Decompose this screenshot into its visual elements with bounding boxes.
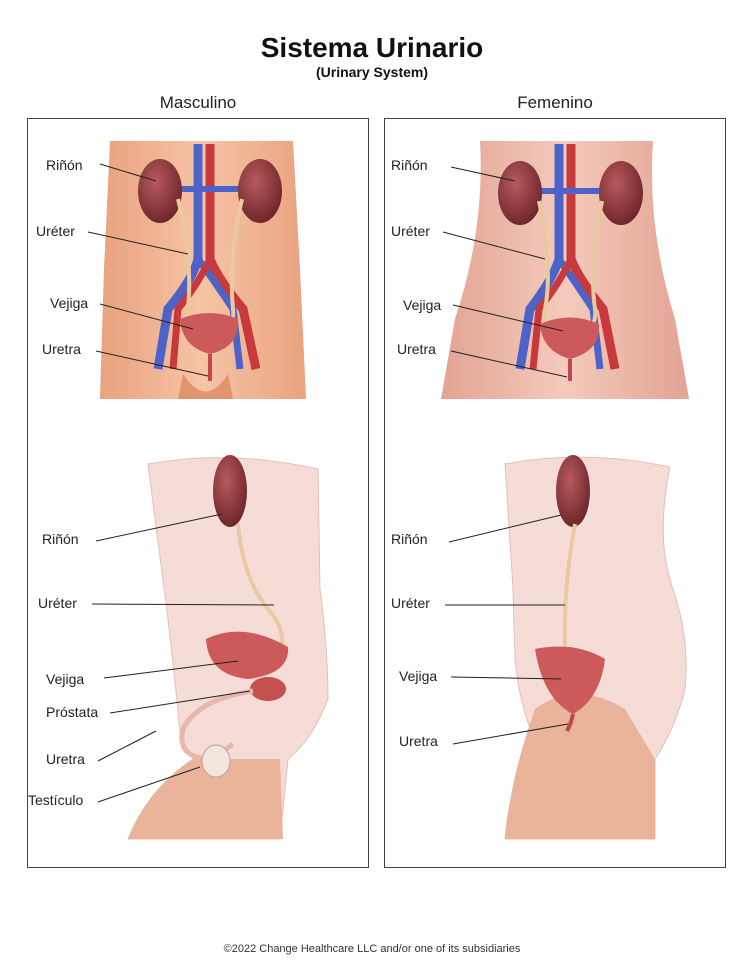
female-side-urethra-leader (452, 723, 569, 745)
male-front-urethra-leader (95, 350, 209, 377)
male-front-label-kidney: Riñón (46, 157, 83, 173)
male-side-ureter-leader (91, 603, 275, 606)
copyright-footer: ©2022 Change Healthcare LLC and/or one o… (223, 943, 521, 955)
male-side-ureter (236, 523, 285, 660)
male-side-prostate-leader (109, 690, 251, 714)
male-side-kidney (213, 455, 247, 527)
female-front-label-bladder: Vejiga (403, 297, 442, 313)
female-front-bladder (540, 317, 600, 359)
female-artery-left (529, 257, 575, 370)
male-side-leg (128, 759, 283, 839)
male-front-kidney-left (138, 159, 182, 223)
male-front-label-ureter: Uréter (36, 223, 75, 239)
male-front-label-urethra: Uretra (42, 341, 81, 357)
female-front-label-urethra: Uretra (397, 341, 436, 357)
female-front-urethra-leader (450, 350, 568, 378)
female-side-urethra (565, 713, 575, 732)
page-subtitle: (Urinary System) (315, 64, 429, 80)
male-front-ureter-leader (87, 231, 189, 255)
female-panel-title: Femenino (517, 93, 593, 112)
male-panel: Riñón Uréter Vejiga Uretra Riñón Uréter … (27, 118, 369, 868)
male-side-label-ureter: Uréter (38, 595, 77, 611)
male-side-label-urethra: Uretra (46, 751, 85, 767)
female-side-kidney (556, 455, 590, 527)
male-side-testicle-leader (97, 766, 201, 803)
male-front-kidney-leader (99, 163, 157, 182)
female-front-label-kidney: Riñón (391, 157, 428, 173)
female-side-kidney-leader (448, 514, 562, 543)
female-front-ureter-leader (442, 231, 546, 260)
female-panel: Riñón Uréter Vejiga Uretra Riñón Uréter … (384, 118, 726, 868)
male-panel-title: Masculino (159, 93, 237, 112)
male-side-prostate (250, 677, 286, 701)
female-side-label-urethra: Uretra (399, 733, 438, 749)
female-side-ureter (562, 523, 577, 650)
female-vein-right (556, 256, 604, 370)
female-side-label-bladder: Vejiga (399, 668, 438, 684)
male-side-label-kidney: Riñón (42, 531, 79, 547)
male-side-label-prostate: Próstata (46, 704, 99, 720)
male-front-bladder (180, 313, 239, 354)
female-front-bladder-leader (452, 304, 564, 332)
male-front-bladder-leader (99, 303, 194, 330)
male-side-bladder-leader (103, 660, 239, 679)
female-side-bladder-leader (450, 676, 562, 680)
female-front-label-ureter: Uréter (391, 223, 430, 239)
female-side-bladder (535, 646, 605, 714)
male-front-label-bladder: Vejiga (50, 295, 89, 311)
male-side-bladder (206, 631, 289, 679)
male-illustration (87, 141, 329, 840)
male-artery-left (169, 257, 214, 370)
male-side-testicle (201, 744, 231, 778)
male-groin (178, 374, 233, 399)
male-side-kidney-leader (95, 513, 223, 542)
page-title: Sistema Urinario (260, 32, 484, 63)
male-side-urethra-leader (97, 730, 157, 762)
female-side-leg (505, 694, 655, 839)
male-front-kidney-right (238, 159, 282, 223)
male-side-label-testicle: Testículo (28, 792, 84, 808)
female-front-kidney-left (498, 161, 542, 225)
female-side-label-kidney: Riñón (391, 531, 428, 547)
female-front-kidney-leader (450, 166, 516, 182)
female-illustration (441, 141, 689, 840)
male-side-label-bladder: Vejiga (46, 671, 85, 687)
female-front-kidney-right (599, 161, 643, 225)
female-side-label-ureter: Uréter (391, 595, 430, 611)
male-side-urethra (179, 688, 254, 762)
